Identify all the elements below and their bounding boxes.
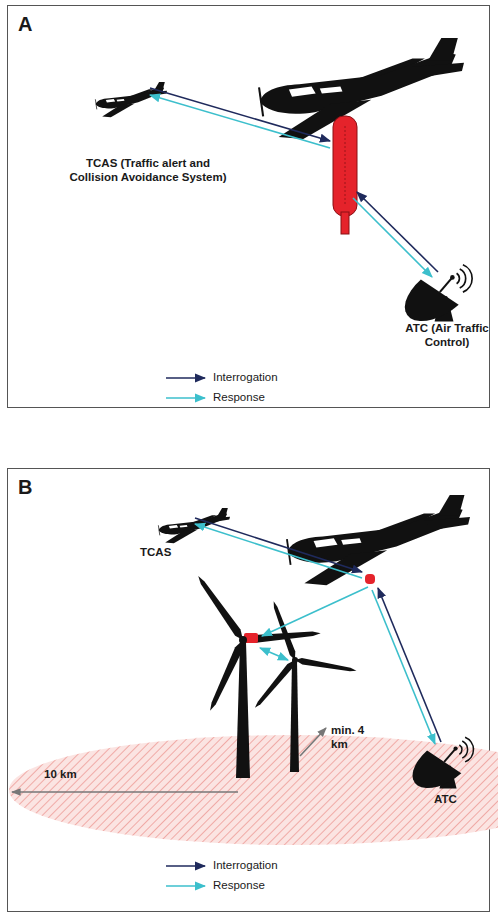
wind-turbine <box>206 638 246 712</box>
panel-frame <box>8 6 490 408</box>
system-label: ATC (Air Traffic Control) <box>400 322 494 350</box>
legend-label: Interrogation <box>213 371 333 385</box>
dimension-label: min. 4 km <box>331 724 375 752</box>
main-aircraft <box>287 495 470 585</box>
main-aircraft <box>287 495 470 585</box>
wind-turbine <box>294 657 357 674</box>
dimension-arrows <box>300 728 326 756</box>
signal-arrows <box>262 587 368 636</box>
wind-turbine <box>290 660 299 772</box>
system-label: TCAS (Traffic alert and Collision Avoida… <box>62 157 234 185</box>
signal-arrows <box>378 588 441 742</box>
wind-turbine <box>239 636 247 644</box>
legend-label: Response <box>213 879 333 893</box>
panel-letter: A <box>18 12 48 36</box>
legend-samples <box>166 865 205 867</box>
dimension-arrows <box>12 791 238 793</box>
transponder <box>341 212 349 234</box>
legend-label: Response <box>213 391 333 405</box>
legend-samples <box>166 885 205 887</box>
wind-turbine <box>236 642 250 778</box>
signal-arrows <box>260 648 288 660</box>
signal-arrows <box>195 524 362 578</box>
transponder <box>333 116 357 216</box>
system-label: TCAS <box>140 546 200 560</box>
legend-label: Interrogation <box>213 859 333 873</box>
wind-turbine <box>252 658 297 710</box>
transponder <box>333 116 357 234</box>
dimension-arrows <box>12 728 326 792</box>
signal-arrows <box>150 88 330 141</box>
tcas-aircraft <box>95 82 167 117</box>
wind-turbine <box>195 574 246 642</box>
signal-arrows <box>353 198 432 277</box>
main-aircraft <box>259 38 464 139</box>
system-label: ATC <box>434 793 474 807</box>
signal-arrows <box>195 518 362 572</box>
atc-dish <box>413 737 474 788</box>
transponder <box>345 126 346 206</box>
signal-arrows <box>150 95 330 148</box>
legend-samples <box>166 377 205 379</box>
tcas-aircraft <box>95 82 167 117</box>
panel-frame <box>8 469 490 912</box>
transponder <box>365 574 375 584</box>
dimension-label: 10 km <box>44 768 104 782</box>
panel-letter: B <box>18 475 48 499</box>
atc-dish <box>405 265 472 322</box>
signal-arrows <box>195 518 441 744</box>
atc-dish <box>413 737 474 788</box>
legend-samples <box>166 866 205 886</box>
signal-arrows <box>372 590 435 744</box>
wind-turbine <box>243 629 321 644</box>
signal-arrows <box>357 192 438 272</box>
legend-samples <box>166 378 205 398</box>
atc-dish <box>405 265 472 322</box>
exclusion-zone <box>9 735 498 845</box>
main-aircraft <box>259 38 464 139</box>
legend-samples <box>166 397 205 399</box>
wind-turbine <box>195 574 321 778</box>
wind-turbine <box>292 657 298 663</box>
